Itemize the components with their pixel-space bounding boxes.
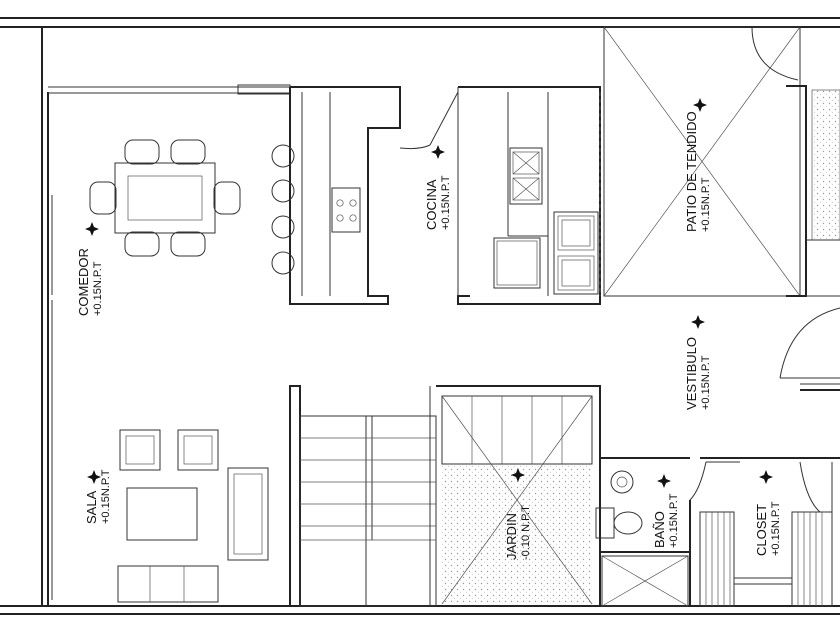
room-level-patio: +0.15N.P.T bbox=[700, 177, 712, 232]
level-marker-icon bbox=[511, 468, 525, 482]
level-marker-icon bbox=[431, 145, 445, 159]
dining-table-icon bbox=[89, 139, 241, 257]
bar-stools bbox=[271, 144, 295, 275]
room-name-cocina: COCINA bbox=[424, 179, 439, 230]
room-level-vestibulo: +0.15N.P.T bbox=[700, 355, 712, 410]
level-marker-icon bbox=[759, 470, 773, 484]
staircase bbox=[289, 385, 437, 607]
room-level-comedor: +0.15N.P.T bbox=[92, 261, 104, 316]
room-level-jardin: -0.10 N.P.T bbox=[520, 505, 532, 560]
level-marker-icon bbox=[85, 222, 99, 236]
closet bbox=[699, 457, 840, 607]
room-level-sala: +0.15N.P.T bbox=[100, 469, 112, 524]
room-name-jardin: JARDIN bbox=[504, 513, 519, 560]
washer-icon bbox=[553, 211, 599, 295]
jardin-area bbox=[436, 385, 601, 606]
room-level-closet: +0.15N.P.T bbox=[770, 501, 782, 556]
living-room-furniture bbox=[117, 429, 269, 603]
room-name-closet: CLOSET bbox=[754, 504, 769, 556]
outer-walls bbox=[0, 17, 840, 615]
level-marker-icon bbox=[657, 474, 671, 488]
entrance-door bbox=[779, 307, 840, 391]
room-level-bano: +0.15N.P.T bbox=[668, 493, 680, 548]
room-name-bano: BAÑO bbox=[652, 511, 667, 548]
sink-icon bbox=[509, 147, 543, 205]
level-marker-icon bbox=[693, 98, 707, 112]
bathroom bbox=[595, 457, 740, 607]
fridge-icon bbox=[493, 237, 541, 289]
stove-icon bbox=[331, 187, 361, 233]
cocina-door bbox=[399, 91, 459, 150]
room-name-sala: SALA bbox=[84, 490, 99, 524]
room-labels: COMEDOR +0.15N.P.T COCINA +0.15N.P.T PAT… bbox=[76, 111, 782, 560]
level-marker-icon bbox=[691, 315, 705, 329]
kitchen-walls bbox=[289, 86, 601, 305]
patio-area bbox=[603, 26, 840, 297]
room-name-comedor: COMEDOR bbox=[76, 248, 91, 316]
level-marker-icon bbox=[87, 470, 101, 484]
room-name-patio: PATIO DE TENDIDO bbox=[684, 111, 699, 232]
level-markers bbox=[85, 98, 773, 488]
room-level-cocina: +0.15N.P.T bbox=[440, 175, 452, 230]
room-name-vestibulo: VESTIBULO bbox=[684, 337, 699, 410]
